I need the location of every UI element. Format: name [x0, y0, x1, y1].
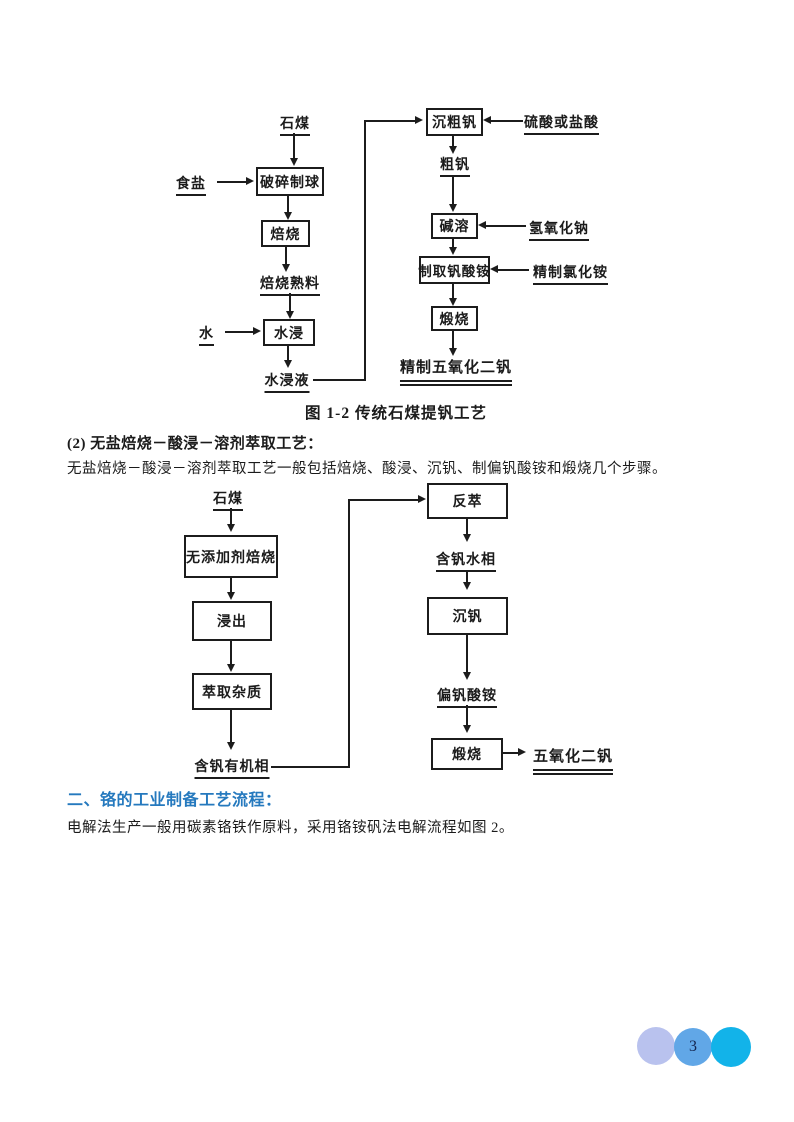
- fig1-line: [287, 196, 289, 214]
- fig1-line: [491, 120, 523, 122]
- page-number-badge: 3: [674, 1028, 712, 1066]
- fig2-connector: [271, 766, 350, 768]
- fig1-node-calcine: 煅烧: [431, 306, 478, 331]
- fig1-arrow-down: [284, 212, 292, 220]
- fig1-label-salt: 食盐: [176, 173, 206, 196]
- fig1-connector: [364, 120, 366, 381]
- fig1-arrow-down: [449, 348, 457, 356]
- fig1-arrow-down: [449, 146, 457, 154]
- fig1-arrow-down: [282, 264, 290, 272]
- fig2-connector: [350, 499, 419, 501]
- fig1-arrow-down: [449, 204, 457, 212]
- fig1-node-roast: 焙烧: [261, 220, 310, 247]
- fig1-connector: [313, 379, 366, 381]
- fig1-arrow-down: [449, 298, 457, 306]
- fig1-label-acid: 硫酸或盐酸: [524, 112, 599, 135]
- fig2-line: [466, 635, 468, 673]
- fig1-line: [293, 133, 295, 159]
- fig1-node-make-ammonium-vanadate: 制取钒酸铵: [418, 256, 490, 284]
- fig1-line: [452, 136, 454, 147]
- fig1-line: [486, 225, 526, 227]
- fig1-line: [217, 181, 247, 183]
- fig2-node-precip-v: 沉钒: [427, 597, 508, 635]
- fig2-arrow-down: [227, 524, 235, 532]
- fig2-line: [466, 570, 468, 583]
- fig2-node-calcine: 煅烧: [431, 738, 503, 770]
- fig1-line: [452, 176, 454, 205]
- fig2-arrow-down: [227, 664, 235, 672]
- fig1-node-alkali: 碱溶: [431, 213, 478, 239]
- section2-heading: (2) 无盐焙烧－酸浸－溶剂萃取工艺：: [67, 436, 323, 452]
- fig2-arrow-down: [463, 672, 471, 680]
- fig1-label-crude-v: 粗钒: [440, 154, 470, 177]
- fig1-label-stone-coal: 石煤: [280, 113, 310, 136]
- fig1-label-nh4cl: 精制氯化铵: [533, 262, 608, 285]
- section3-heading: 二、铬的工业制备工艺流程：: [67, 792, 282, 809]
- section2-body: 无盐焙烧－酸浸－溶剂萃取工艺一般包括焙烧、酸浸、沉钒、制偏钒酸铵和煅烧几个步骤。: [67, 461, 667, 477]
- fig2-connector: [348, 499, 350, 768]
- fig2-line: [466, 705, 468, 726]
- fig1-node-precip-crude: 沉粗钒: [426, 108, 483, 136]
- fig2-node-strip: 反萃: [427, 483, 508, 519]
- fig1-label-water: 水: [199, 323, 214, 346]
- fig1-arrow-down: [286, 311, 294, 319]
- fig2-arrow-right: [518, 748, 526, 756]
- fig1-arrow-right: [246, 177, 254, 185]
- fig2-line: [503, 752, 519, 754]
- fig1-arrow-left: [483, 116, 491, 124]
- page-number: 3: [689, 1038, 697, 1055]
- figure1-caption: 图 1-2 传统石煤提钒工艺: [305, 405, 487, 422]
- fig1-arrow-down: [290, 158, 298, 166]
- fig1-line: [452, 284, 454, 299]
- fig2-line: [230, 578, 232, 593]
- fig2-arrow-right: [418, 495, 426, 503]
- fig2-arrow-down: [227, 592, 235, 600]
- footer-circle-left: [637, 1027, 675, 1065]
- section3-body: 电解法生产一般用碳素铬铁作原料，采用铬铵矾法电解流程如图 2。: [67, 820, 514, 836]
- fig1-line: [289, 293, 291, 312]
- fig1-line: [452, 239, 454, 248]
- fig1-node-water-leach: 水浸: [263, 319, 315, 346]
- fig2-line: [230, 641, 232, 665]
- fig1-line: [498, 269, 529, 271]
- fig1-line: [287, 346, 289, 361]
- fig1-arrow-left: [490, 265, 498, 273]
- fig2-arrow-down: [463, 582, 471, 590]
- fig2-label-organic-phase: 含钒有机相: [194, 756, 270, 779]
- fig1-connector: [366, 120, 416, 122]
- fig2-arrow-down: [463, 534, 471, 542]
- fig1-line: [225, 331, 254, 333]
- fig1-line: [285, 247, 287, 265]
- fig1-label-leachate: 水浸液: [264, 370, 310, 393]
- fig2-arrow-down: [463, 725, 471, 733]
- fig1-arrow-down: [284, 360, 292, 368]
- fig2-line: [230, 508, 232, 525]
- footer-circle-right: [711, 1027, 751, 1067]
- fig2-label-stone-coal: 石煤: [213, 488, 243, 511]
- fig1-label-naoh: 氢氧化钠: [529, 218, 589, 241]
- fig1-line: [452, 331, 454, 349]
- fig2-node-leach: 浸出: [192, 601, 272, 641]
- fig2-label-aqueous-phase: 含钒水相: [436, 549, 496, 572]
- fig2-arrow-down: [227, 742, 235, 750]
- fig2-node-no-additive-roast: 无添加剂焙烧: [184, 535, 278, 578]
- fig1-arrow-right: [253, 327, 261, 335]
- fig1-arrow-left: [478, 221, 486, 229]
- fig1-arrow-down: [449, 247, 457, 255]
- fig2-line: [230, 710, 232, 743]
- fig2-line: [466, 519, 468, 535]
- fig1-node-crush: 破碎制球: [256, 167, 324, 196]
- fig1-arrow-right: [415, 116, 423, 124]
- fig2-label-product-v2o5: 五氧化二钒: [533, 745, 614, 775]
- fig1-label-product-v2o5: 精制五氧化二钒: [399, 356, 513, 386]
- fig2-node-extract-impurity: 萃取杂质: [192, 673, 272, 710]
